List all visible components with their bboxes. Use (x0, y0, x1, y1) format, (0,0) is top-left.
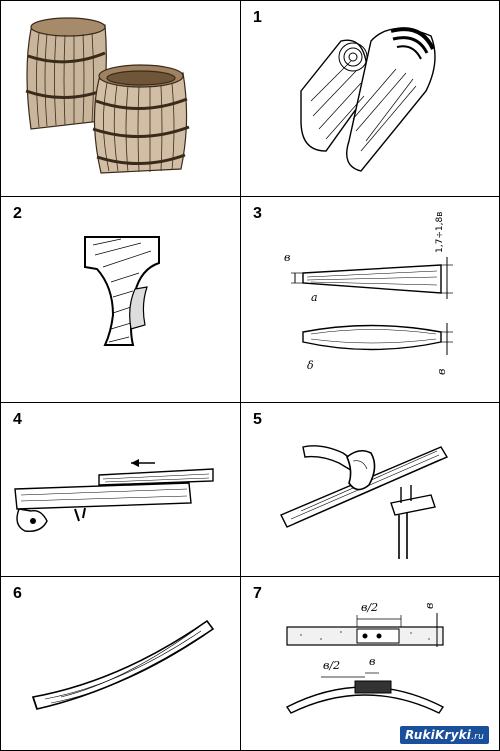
dim-a-label: а (311, 291, 318, 304)
stave-dimensions-illustration: в а 1,7÷1,8в δ в (284, 212, 453, 375)
dim-b-bottom-label: в (435, 369, 448, 375)
panel-1: 1 (241, 1, 500, 197)
panel-6: 6 (1, 577, 241, 751)
barrels-illustration (25, 17, 190, 174)
dim-b-top-label: в (284, 251, 290, 264)
panel-number: 7 (253, 585, 262, 602)
panel-5: 5 (241, 403, 500, 577)
panel-number: 1 (253, 9, 262, 26)
panel-3: 3 в а 1,7÷1,8в δ в (241, 197, 500, 403)
dim-delta-label: δ (307, 359, 314, 372)
panel-number: 6 (13, 585, 22, 602)
panel-number: 4 (13, 411, 22, 428)
panel-number: 3 (253, 205, 262, 222)
panel-2: 2 (1, 197, 241, 403)
drawknife-illustration (280, 445, 449, 559)
dim-b-bottom-label: в (369, 655, 375, 668)
watermark-brand: RukiKryki (404, 728, 472, 742)
dim-b2-top-label: в/2 (361, 601, 378, 614)
planing-illustration (14, 459, 214, 532)
stave-shape-illustration (84, 236, 160, 346)
panel-7: 7 в/2 в в/2 в Ruki (241, 577, 500, 751)
watermark-domain: .ru (471, 732, 484, 742)
panel-number: 2 (13, 205, 22, 222)
panel-4: 4 (1, 403, 241, 577)
log-split-illustration (300, 27, 436, 172)
dim-ratio-label: 1,7÷1,8в (435, 212, 445, 253)
dim-b-right-label: в (423, 603, 436, 609)
curved-stave-illustration (31, 619, 215, 710)
stave-bending-illustration: в/2 в в/2 в (285, 601, 445, 714)
site-watermark: RukiKryki.ru (399, 726, 489, 744)
panel-number: 5 (253, 411, 262, 428)
dim-b2-bottom-label: в/2 (323, 659, 340, 672)
panel-barrels (1, 1, 241, 197)
